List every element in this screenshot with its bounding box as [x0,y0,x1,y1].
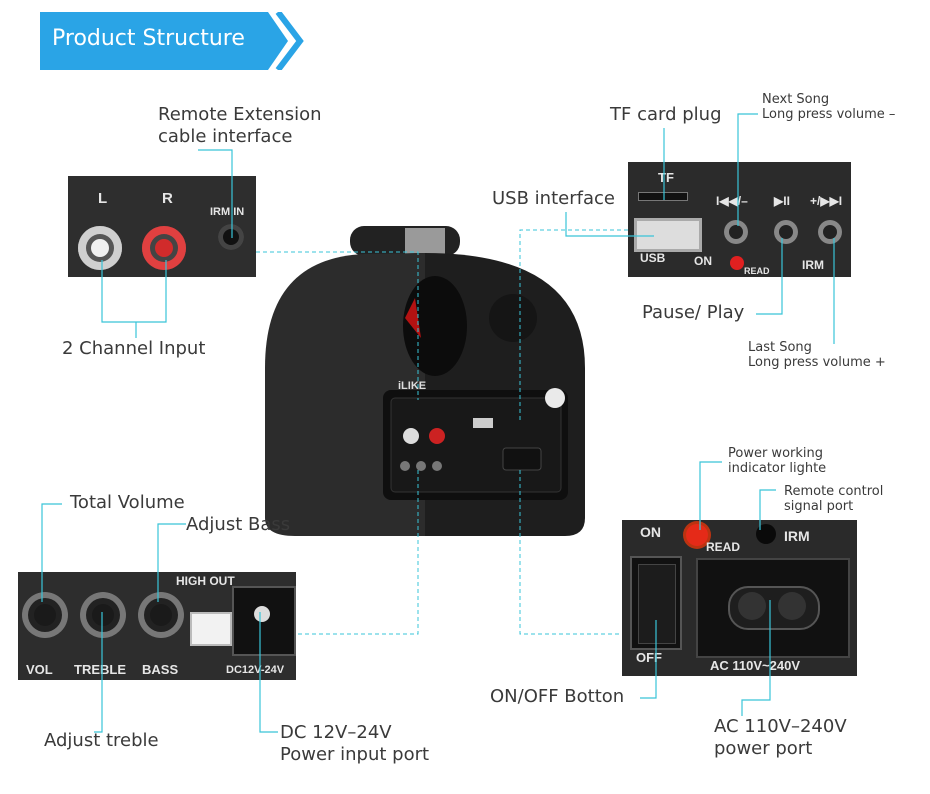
label-power-indicator-1: Power working [728,446,823,461]
label-next-song-1: Next Song [762,92,830,107]
usb-label: USB [640,251,666,265]
irm-label-small: IRM [802,258,824,272]
remote-signal-sensor [756,524,776,544]
irm-label: IRM [784,528,810,544]
label-adjust-bass: Adjust Bass [186,514,291,535]
prev-button [724,220,748,244]
label-remote-signal-2: signal port [784,499,854,514]
rca-right-label: R [162,190,173,207]
knob-panel-photo: HIGH OUT VOL TREBLE BASS DC12V-24V [18,572,296,680]
label-next-song-2: Long press volume – [762,107,896,122]
label-two-channel-input: 2 Channel Input [62,338,206,359]
high-out-connector [190,612,232,646]
high-out-label: HIGH OUT [176,574,235,588]
power-led-small [730,256,744,270]
power-indicator-led [686,524,708,546]
label-total-volume: Total Volume [70,492,185,513]
label-ac-power-2: power port [714,738,813,759]
treble-knob [80,592,126,638]
rca-left-label: L [98,190,108,207]
label-ac-power-1: AC 110V–240V [714,716,847,737]
bass-knob [138,592,184,638]
ac-socket [696,558,850,658]
label-dc-power-2: Power input port [280,744,430,765]
label-last-song-2: Long press volume + [748,355,886,370]
read-label: READ [706,540,741,554]
label-remote-signal-1: Remote control [784,484,884,499]
prev-vol-label: I◀◀/– [716,194,748,208]
rca-input-photo: L R IRM IN [68,176,256,277]
off-label: OFF [636,650,662,665]
next-button [818,220,842,244]
on-label-small: ON [694,254,712,268]
label-power-indicator-2: indicator lighte [728,461,827,476]
on-label: ON [640,524,661,540]
tf-label: TF [658,170,674,185]
tf-slot [638,192,688,201]
usb-port [634,218,702,252]
bass-label: BASS [142,662,179,677]
label-tf-card-plug: TF card plug [610,104,722,125]
label-remote-extension-2: cable interface [158,126,293,147]
play-pause-label: ▶II [774,194,790,208]
section-banner [40,10,310,72]
irm-in-jack [218,224,244,250]
rca-left-jack [78,226,122,270]
play-button [774,220,798,244]
speaker-logo: iLIKE [398,380,427,392]
usb-tf-control-photo: TF USB I◀◀/– ▶II +/▶▶I ON READ IRM [628,162,851,277]
on-off-switch [630,556,682,650]
rca-right-jack [142,226,186,270]
treble-label: TREBLE [74,662,126,677]
label-remote-extension-1: Remote Extension [158,104,322,125]
banner-title: Product Structure [52,26,245,51]
label-on-off: ON/OFF Botton [490,686,625,707]
speaker-product [265,226,585,536]
label-dc-power-1: DC 12V–24V [280,722,392,743]
power-panel-photo: ON READ IRM OFF AC 110V~240V [622,520,857,676]
label-adjust-treble: Adjust treble [44,730,159,751]
next-vol-label: +/▶▶I [810,194,843,208]
label-usb-interface: USB interface [492,188,615,209]
irm-in-label: IRM IN [210,206,245,218]
vol-knob [22,592,68,638]
read-label-small: READ [744,266,770,276]
vol-label: VOL [26,662,53,677]
dc-jack-pin [254,606,270,622]
label-pause-play: Pause/ Play [642,302,745,323]
dc-label: DC12V-24V [226,664,285,676]
ac-label: AC 110V~240V [710,658,800,673]
banner-arrow-shape [40,10,304,72]
label-last-song-1: Last Song [748,340,812,355]
